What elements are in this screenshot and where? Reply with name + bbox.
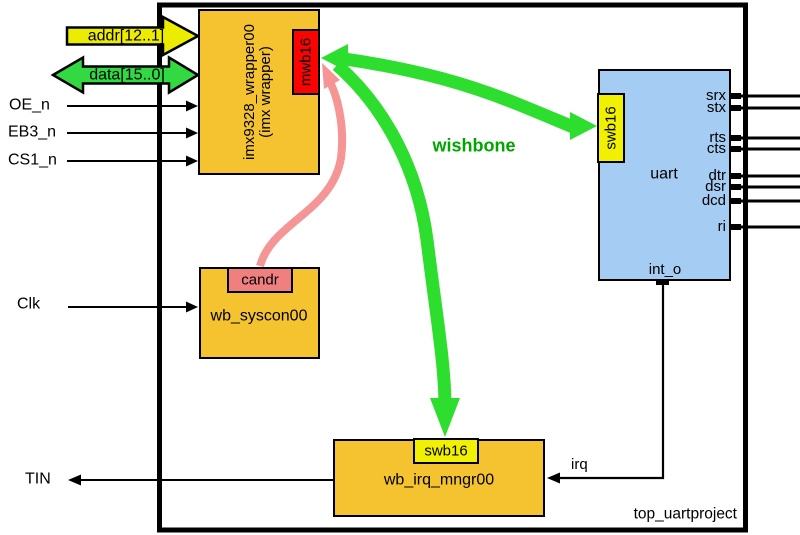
pin-label-dtr: dtr — [708, 167, 726, 184]
tin-arrowhead-icon — [68, 474, 81, 486]
wishbone-arrowhead-irq-icon — [430, 398, 460, 437]
port-swb16-irq-mngr[interactable] — [413, 438, 479, 464]
cs1-n-label: CS1_n — [8, 151, 57, 169]
irq-mngr-label: wb_irq_mngr00 — [383, 471, 495, 489]
data-bus-label: data[15..0] — [89, 66, 165, 84]
wrapper-label-line2: (imx wrapper) — [257, 46, 274, 138]
wishbone-arrowhead-uart-icon — [570, 112, 597, 140]
port-candr[interactable] — [227, 267, 293, 293]
wrapper-label: imx9328_wrapper00 (imx wrapper) — [241, 24, 274, 160]
port-swb16-uart[interactable] — [597, 93, 625, 163]
input-nets[interactable] — [67, 105, 333, 481]
int-o-pin-label: int_o — [648, 261, 682, 278]
uart-label: uart — [650, 165, 678, 183]
uart-pin-nets[interactable] — [730, 94, 800, 229]
syscon-label: wb_syscon00 — [210, 307, 308, 325]
candr-port-label: candr — [241, 271, 279, 289]
pin-label-cts: cts — [706, 140, 726, 157]
pin-label-srx: srx — [706, 87, 726, 104]
clk-arrowhead-icon — [186, 301, 198, 313]
int-o-stub — [656, 280, 669, 285]
addr-bus-arrow[interactable] — [65, 14, 201, 58]
module-title: top_uartproject — [633, 505, 737, 523]
top-module-border — [157, 2, 748, 533]
wishbone-links[interactable] — [321, 44, 597, 437]
pin-label-ri: ri — [717, 218, 726, 235]
uart-pin-stubs — [728, 93, 741, 230]
pin-label-rts: rts — [709, 129, 726, 146]
oe-n-label: OE_n — [9, 96, 50, 114]
wishbone-arrowhead-mwb16-icon — [321, 44, 348, 72]
pin-label-stx: stx — [706, 99, 726, 116]
candr-to-mwb16-link — [256, 82, 347, 268]
pin-label-dsr: dsr — [705, 178, 726, 195]
clk-label: Clk — [17, 295, 41, 313]
port-mwb16[interactable] — [292, 29, 320, 95]
irq-net[interactable] — [547, 280, 669, 484]
eb3-n-label: EB3_n — [8, 123, 57, 141]
addr-bus-label: addr[12..1] — [87, 27, 165, 45]
cs1-arrowhead-icon — [186, 155, 198, 167]
tin-label: TIN — [25, 470, 51, 488]
candr-arrowhead-icon — [322, 63, 340, 89]
input-net-arrowheads — [68, 100, 198, 486]
eb3-arrowhead-icon — [186, 127, 198, 139]
wishbone-link-to-uart — [344, 52, 576, 134]
wishbone-net-label: wishbone — [432, 135, 516, 156]
pin-label-dcd: dcd — [701, 192, 726, 209]
wishbone-link-to-irq-mngr — [332, 60, 452, 402]
irq-arrowhead-icon — [547, 472, 560, 484]
candr-link[interactable] — [256, 63, 347, 268]
wrapper-label-line1: imx9328_wrapper00 — [241, 24, 258, 160]
mwb16-port-label: mwb16 — [297, 37, 315, 87]
irq-net-label: irq — [571, 456, 588, 473]
oe-arrowhead-icon — [186, 100, 198, 112]
swb16-uart-port-label: swb16 — [602, 106, 620, 150]
swb16-irq-port-label: swb16 — [424, 442, 468, 460]
